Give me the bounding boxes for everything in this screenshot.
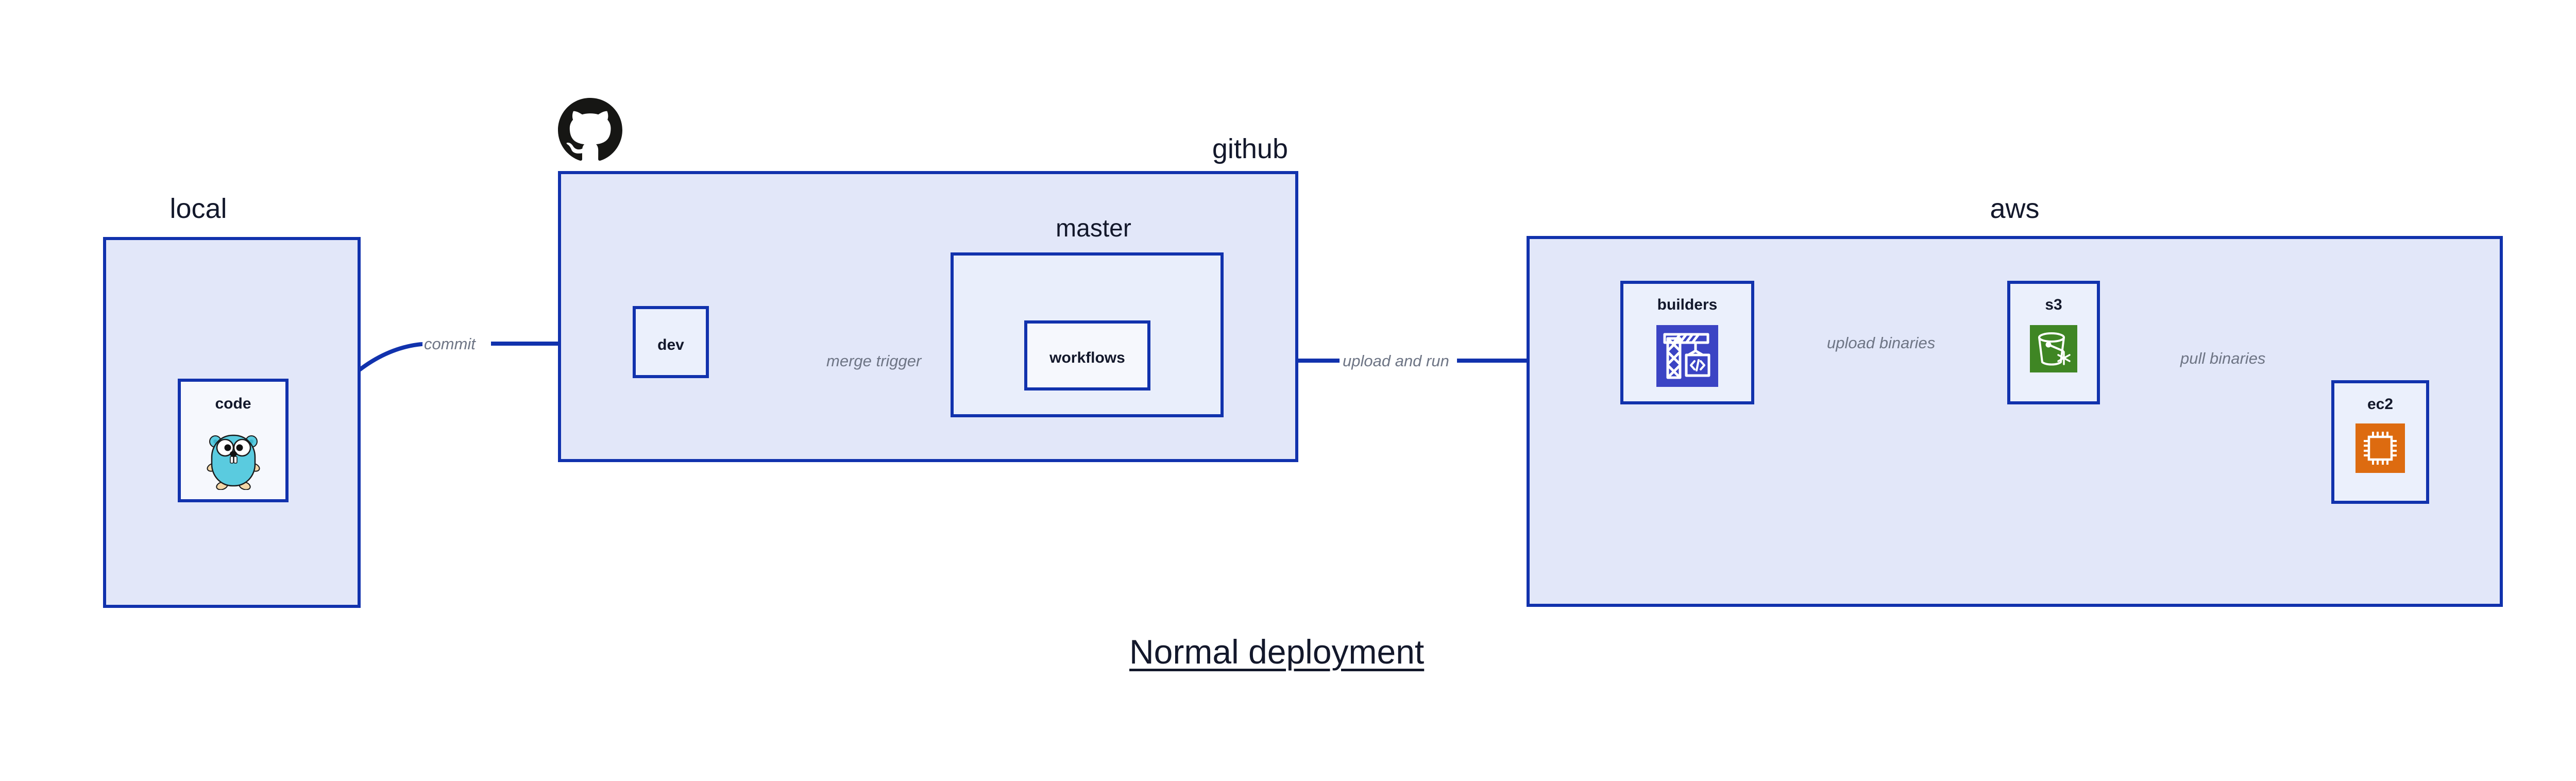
edge-label-merge-trigger: merge trigger — [826, 352, 922, 370]
container-label-aws: aws — [1990, 193, 2040, 224]
node-title-code: code — [215, 395, 251, 412]
edge-label-commit: commit — [424, 335, 476, 353]
go-gopher-icon — [206, 429, 261, 490]
node-code[interactable]: code — [178, 379, 289, 502]
node-title-s3: s3 — [2045, 296, 2062, 313]
container-label-local: local — [170, 193, 227, 224]
edge-label-pull-binaries: pull binaries — [2180, 349, 2266, 367]
group-label-master: master — [1056, 215, 1131, 242]
node-title-ec2: ec2 — [2367, 396, 2394, 413]
s3-bucket-icon — [2030, 325, 2077, 372]
cpu-chip-icon — [2355, 423, 2405, 473]
github-octocat-icon — [558, 98, 622, 162]
container-label-github: github — [1212, 133, 1288, 164]
edge-label-upload-and-run: upload and run — [1343, 352, 1449, 370]
crane-code-icon — [1656, 325, 1718, 387]
edge-label-upload-binaries: upload binaries — [1827, 334, 1936, 352]
diagram-title: Normal deployment — [1129, 633, 1425, 671]
node-dev[interactable]: dev — [633, 306, 709, 378]
node-title-builders: builders — [1657, 296, 1718, 313]
node-workflows[interactable]: workflows — [1024, 320, 1150, 390]
node-builders[interactable]: builders — [1620, 281, 1754, 404]
node-title-dev: dev — [657, 336, 684, 353]
node-title-workflows: workflows — [1049, 349, 1125, 366]
node-ec2[interactable]: ec2 — [2331, 380, 2429, 504]
node-s3[interactable]: s3 — [2007, 281, 2100, 404]
